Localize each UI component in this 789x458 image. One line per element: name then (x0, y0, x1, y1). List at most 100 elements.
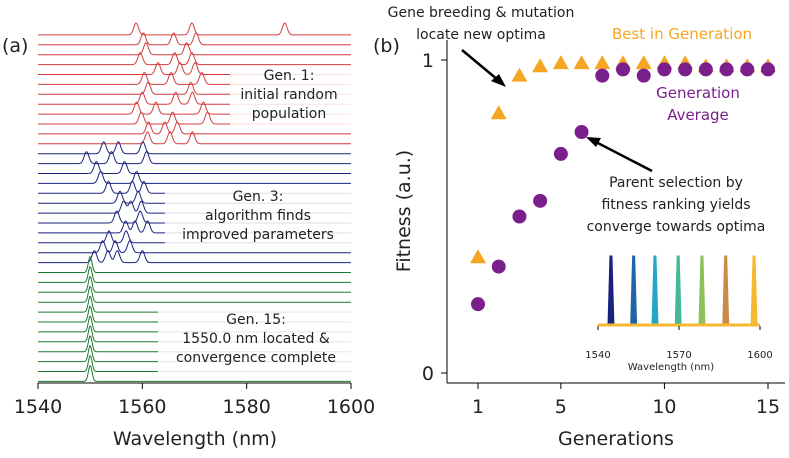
spectrum-trace (38, 265, 351, 283)
annotation-middle-line-3: converge towards optima (587, 219, 766, 235)
spectrum-trace (38, 52, 351, 66)
best-fitness-point (470, 249, 486, 264)
spectrum-trace (38, 275, 351, 293)
inset-x-label: Wavelength (nm) (628, 362, 714, 373)
inset-peaks (598, 255, 760, 327)
average-fitness-point (740, 62, 755, 77)
average-fitness-point (616, 62, 630, 77)
spectrum-trace (38, 285, 351, 303)
spectrum-trace (38, 249, 351, 264)
generation-annotation-text: improved parameters (182, 227, 334, 243)
spectrum-trace (38, 141, 351, 155)
legend-average-line-2: Average (667, 106, 729, 124)
x-tick-label: 1540 (14, 396, 62, 418)
generation-annotation-text: Gen. 3: (233, 189, 284, 205)
average-fitness-point (574, 124, 589, 139)
x-axis-label-b: Generations (558, 428, 674, 450)
x-tick-label: 15 (756, 396, 780, 418)
x-tick-label: 5 (555, 396, 567, 418)
best-fitness-point (552, 55, 569, 70)
inset-tick-label: 1540 (585, 350, 610, 361)
generation-annotation-text: population (252, 106, 327, 122)
legend-best-label: Best in Generation (612, 25, 752, 43)
average-fitness-point (491, 259, 506, 274)
best-fitness-point (532, 58, 549, 73)
average-fitness-point (512, 209, 527, 224)
spectrum-trace (38, 22, 351, 36)
best-fitness-point (573, 55, 590, 70)
best-fitness-point (594, 55, 611, 70)
inset-peak (651, 255, 659, 327)
panel-a-label: (a) (2, 35, 28, 57)
x-axis-ticks: 1540 1560 1580 1600 (14, 383, 375, 418)
inset-peak (722, 255, 730, 327)
inset-peak (698, 255, 706, 327)
annotation-background (165, 187, 351, 249)
annotation-top-arrow (461, 49, 499, 81)
inset-spectra: 1540 1570 1600 Wavelength (nm) (585, 255, 773, 373)
spectrum-trace (38, 150, 351, 165)
inset-peak (674, 255, 682, 327)
annotation-middle-arrowhead (586, 137, 601, 147)
annotation-middle-line-1: Parent selection by (609, 175, 743, 191)
generation-annotation-text: convergence complete (176, 350, 336, 366)
generation-annotation-text: initial random (240, 87, 337, 103)
annotation-background (158, 310, 351, 372)
inset-peak (750, 255, 758, 327)
spectrum-trace (38, 160, 351, 174)
y-tick-label: 1 (422, 50, 434, 72)
fitness-points (470, 55, 776, 312)
legend-average-line-1: Generation (656, 84, 740, 102)
generation-annotation-text: algorithm finds (205, 208, 311, 224)
spectrum-trace (38, 170, 351, 184)
annotation-middle-arrow (593, 139, 653, 173)
x-tick-label: 1560 (118, 396, 166, 418)
average-fitness-point (719, 62, 734, 77)
inset-tick-label: 1570 (666, 350, 691, 361)
spectrum-trace (38, 32, 351, 46)
inset-peak (630, 255, 638, 327)
x-tick-label: 1580 (222, 396, 270, 418)
inset-peak (607, 255, 615, 327)
average-fitness-point (698, 62, 713, 77)
average-fitness-point (533, 193, 548, 208)
x-tick-label: 1600 (327, 396, 375, 418)
average-fitness-point (678, 62, 693, 77)
generation-annotation-text: Gen. 1: (264, 68, 315, 84)
generation-annotation-text: Gen. 15: (226, 312, 286, 328)
best-fitness-point (490, 105, 507, 120)
annotation-top-line-1: Gene breeding & mutation (388, 5, 575, 21)
average-fitness-point (636, 68, 651, 83)
average-fitness-point (471, 297, 485, 312)
spectrum-trace (38, 364, 351, 382)
spectrum-trace (38, 41, 351, 56)
spectrum-trace (38, 121, 351, 135)
annotation-middle-line-2: fitness ranking yields (601, 197, 750, 213)
best-fitness-point (511, 67, 528, 82)
average-fitness-point (595, 68, 610, 83)
x-tick-label: 1 (472, 396, 484, 418)
average-fitness-point (553, 146, 568, 161)
x-tick-label: 10 (652, 396, 676, 418)
annotation-top-arrowhead (491, 74, 506, 87)
generation-annotation-text: 1550.0 nm located & (182, 331, 330, 347)
spectrum-trace (38, 255, 351, 273)
x-axis-label: Wavelength (nm) (113, 428, 277, 450)
spectrum-trace (38, 239, 351, 254)
average-fitness-point (761, 62, 775, 77)
annotation-top-line-2: locate new optima (416, 27, 546, 43)
best-fitness-point (635, 55, 652, 70)
y-axis-label: Fitness (a.u.) (393, 150, 415, 272)
y-tick-label: 0 (422, 363, 434, 385)
spectrum-trace (38, 131, 351, 145)
inset-ticks: 1540 1570 1600 (585, 326, 773, 361)
inset-tick-label: 1600 (747, 350, 772, 361)
spectrum-trace (38, 295, 351, 313)
average-fitness-point (657, 62, 672, 77)
panel-b-label: (b) (373, 35, 400, 57)
